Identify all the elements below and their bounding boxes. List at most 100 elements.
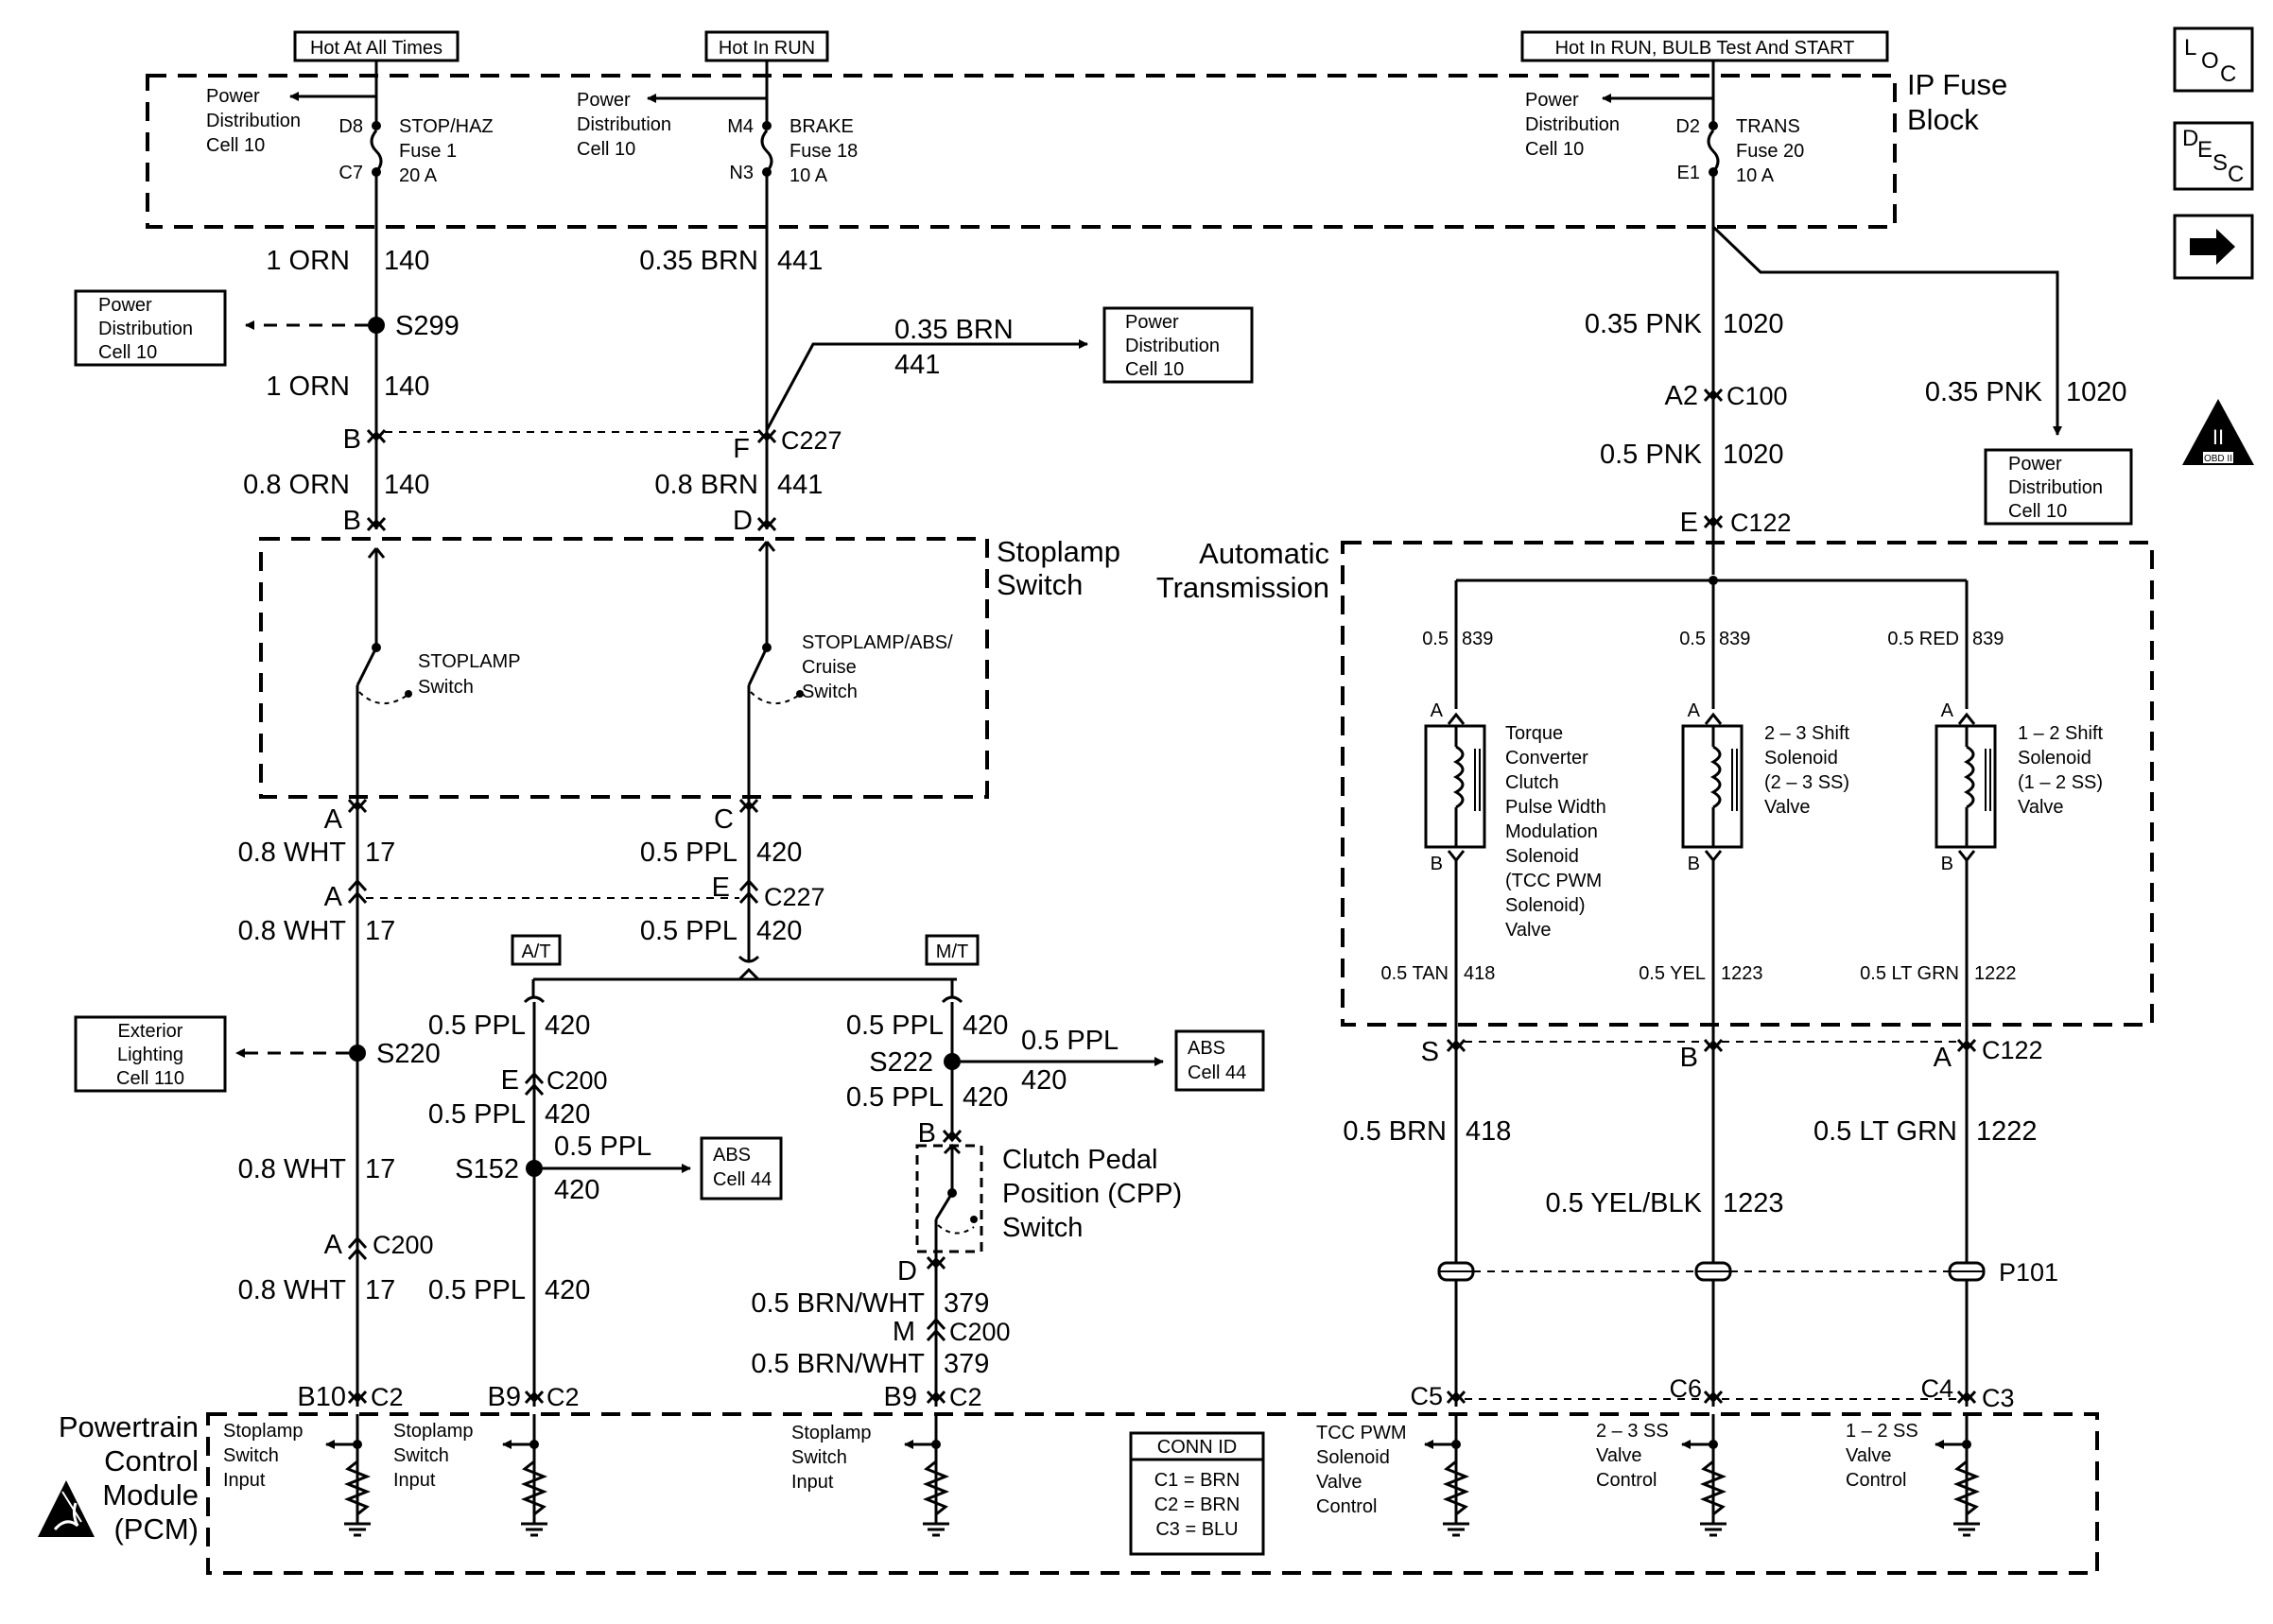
connector-pin: B10: [297, 1382, 346, 1412]
connector-pin: A: [324, 882, 343, 912]
connector-pin: A: [1431, 700, 1444, 721]
connector-pin: E: [1680, 508, 1698, 538]
ip-fuse-block-title: IP Fuse: [1907, 68, 2007, 101]
pd-label: Cell 10: [206, 135, 265, 156]
connector-c227-label: C227: [764, 883, 825, 911]
ref-label: Cell 10: [1125, 359, 1184, 380]
pcm-output-ss23: 2 – 3 SS Valve Control: [1596, 1414, 1727, 1537]
connector-pin: E: [501, 1065, 519, 1096]
conn-id-title: CONN ID: [1157, 1437, 1237, 1458]
connector-pin: D: [897, 1256, 917, 1287]
solenoid-label: Solenoid: [2018, 748, 2091, 769]
connector-pin: C5: [1410, 1382, 1443, 1410]
stoplamp-switch-1: STOPLAMP Switch: [356, 547, 521, 797]
auto-trans-title: Transmission: [1156, 571, 1329, 604]
circuit-number: 420: [545, 1099, 590, 1130]
pcm-output-label: 1 – 2 SS: [1846, 1421, 1918, 1442]
pcm-input-label: Input: [791, 1472, 834, 1493]
wire-color-label: 0.5 RED: [1887, 629, 1959, 649]
connector-c2-label: C2: [949, 1383, 982, 1411]
connector-pin: A: [324, 1230, 343, 1260]
connector-pin: A: [1941, 700, 1954, 721]
shift-solenoid-1-2: A B 1 – 2 Shift Solenoid (1 – 2 SS) Valv…: [1935, 700, 2104, 874]
fuse-label: Fuse 18: [789, 141, 858, 162]
pd-label: Cell 10: [577, 139, 635, 160]
pcm-output-ss12: 1 – 2 SS Valve Control: [1846, 1414, 1981, 1537]
wire-color-label: 0.8 WHT: [238, 838, 347, 868]
connector-pin: D: [733, 506, 753, 536]
pcm-input-label: Switch: [393, 1445, 449, 1466]
connector-pin: A2: [1665, 381, 1698, 411]
pcm-outline: [206, 1412, 2099, 1575]
solenoid-label: Solenoid): [1505, 895, 1586, 916]
solenoid-label: (1 – 2 SS): [2018, 772, 2103, 793]
pcm-input-b9-mt: Stoplamp Switch Input: [791, 1414, 950, 1537]
pcm-title: Control: [104, 1444, 199, 1477]
location-icon[interactable]: L O C: [2173, 26, 2254, 93]
pd-label: Distribution: [577, 114, 671, 135]
ref-label: ABS: [713, 1145, 751, 1166]
ref-power-distribution-cell10: Power Distribution Cell 10: [1984, 448, 2133, 526]
connector-pin: B: [343, 424, 361, 455]
conn-id-table: CONN ID C1 = BRN C2 = BRN C3 = BLU: [1129, 1431, 1265, 1556]
connector-pin: B: [1941, 854, 1953, 874]
power-source-hot-in-run-bulb-start: Hot In RUN, BULB Test And START: [1520, 30, 1889, 62]
connector-c227-label: C227: [781, 426, 842, 455]
connector-pin: A: [324, 804, 343, 835]
fuse-label: 20 A: [399, 165, 438, 186]
ref-label: Power: [1125, 312, 1179, 333]
ref-label: ABS: [1188, 1038, 1225, 1059]
pd-label: Power: [206, 86, 260, 107]
pcm-output-tcc: TCC PWM Solenoid Valve Control: [1316, 1414, 1470, 1537]
fuse-pin: D2: [1675, 116, 1700, 137]
fuse-label: Fuse 20: [1736, 141, 1804, 162]
splice-s152-dot: [526, 1160, 543, 1177]
circuit-number: 1223: [1721, 963, 1763, 984]
desc-letter: D: [2182, 126, 2198, 151]
circuit-number: 839: [1462, 629, 1493, 649]
solenoid-label: Converter: [1505, 748, 1588, 769]
fuse-pin: E1: [1677, 163, 1700, 183]
wire-color-label: 0.5 BRN: [1343, 1116, 1447, 1147]
wire-color-label: 0.5 TAN: [1380, 963, 1449, 984]
circuit-number: 379: [944, 1349, 989, 1379]
description-icon[interactable]: D E S C: [2173, 121, 2254, 191]
pcm-output-label: Valve: [1596, 1445, 1642, 1466]
pcm-input-label: Switch: [791, 1447, 847, 1468]
pcm-output-label: Valve: [1846, 1445, 1892, 1466]
connector-c2-label: C2: [547, 1383, 580, 1411]
automatic-transmission-outline: [1341, 541, 2154, 1027]
wire-color-label: 0.8 BRN: [654, 470, 758, 500]
circuit-number: 140: [384, 371, 429, 402]
pcm-output-label: Valve: [1316, 1472, 1362, 1493]
ref-exterior-lighting-cell110: Exterior Lighting Cell 110: [74, 1015, 227, 1093]
pcm-title: (PCM): [113, 1512, 199, 1546]
circuit-number: 17: [365, 916, 395, 946]
connector-c100-label: C100: [1726, 382, 1788, 410]
ref-label: Cell 10: [98, 342, 157, 363]
solenoid-label: 1 – 2 Shift: [2018, 723, 2104, 744]
wire-color-label: 0.8 WHT: [238, 1154, 347, 1184]
fuse-pin: N3: [729, 163, 754, 183]
splice-s152-label: S152: [455, 1154, 519, 1184]
conn-id-row: C3 = BLU: [1155, 1519, 1238, 1540]
switch-label: Clutch Pedal: [1002, 1145, 1157, 1175]
solenoid-label: Clutch: [1505, 772, 1559, 793]
circuit-number: 441: [777, 470, 823, 500]
splice-s222-dot: [944, 1053, 961, 1070]
solenoid-label: Torque: [1505, 723, 1563, 744]
wire-color-label: 0.5 PPL: [640, 916, 737, 946]
solenoid-label: Solenoid: [1505, 846, 1579, 867]
ip-fuse-block-outline: [146, 74, 1897, 229]
pcm-output-label: Control: [1316, 1496, 1377, 1517]
next-arrow-icon[interactable]: [2173, 214, 2254, 280]
option-label: A/T: [521, 942, 550, 962]
circuit-number: 420: [963, 1082, 1008, 1113]
wire-color-label: 0.5 PPL: [428, 1011, 526, 1041]
desc-letter: C: [2228, 162, 2244, 187]
pcm-output-label: Control: [1596, 1470, 1657, 1491]
ref-label: Cell 44: [1188, 1063, 1246, 1083]
wire-color-label: 1 ORN: [266, 371, 350, 402]
pcm-input-b10: Stoplamp Switch Input: [223, 1414, 372, 1537]
circuit-number: 379: [944, 1288, 989, 1319]
